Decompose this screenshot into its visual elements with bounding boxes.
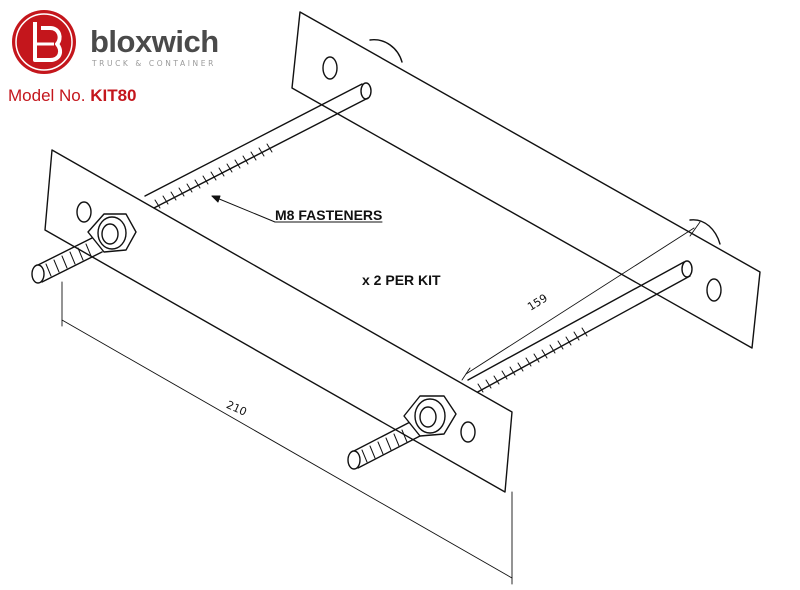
fasteners-label: M8 FASTENERS [275, 207, 383, 223]
left-fastener [31, 213, 137, 284]
brand-logo: bloxwich TRUCK & CONTAINER [10, 8, 240, 80]
dimension-line-159 [461, 221, 701, 381]
right-fastener [347, 395, 457, 470]
brand-name: bloxwich [90, 24, 219, 59]
dimension-line-210 [61, 281, 513, 585]
model-number: Model No. KIT80 [8, 86, 137, 106]
quantity-label: x 2 PER KIT [362, 272, 441, 288]
front-plate [44, 149, 513, 493]
rear-rod [144, 82, 372, 211]
brand-tagline: TRUCK & CONTAINER [92, 59, 216, 68]
model-prefix: Model No. [8, 86, 86, 105]
back-plate [291, 11, 761, 349]
fasteners-leader [211, 195, 383, 223]
front-rod [467, 260, 693, 395]
model-code: KIT80 [90, 86, 137, 105]
bloxwich-b-logo-icon [12, 10, 76, 74]
